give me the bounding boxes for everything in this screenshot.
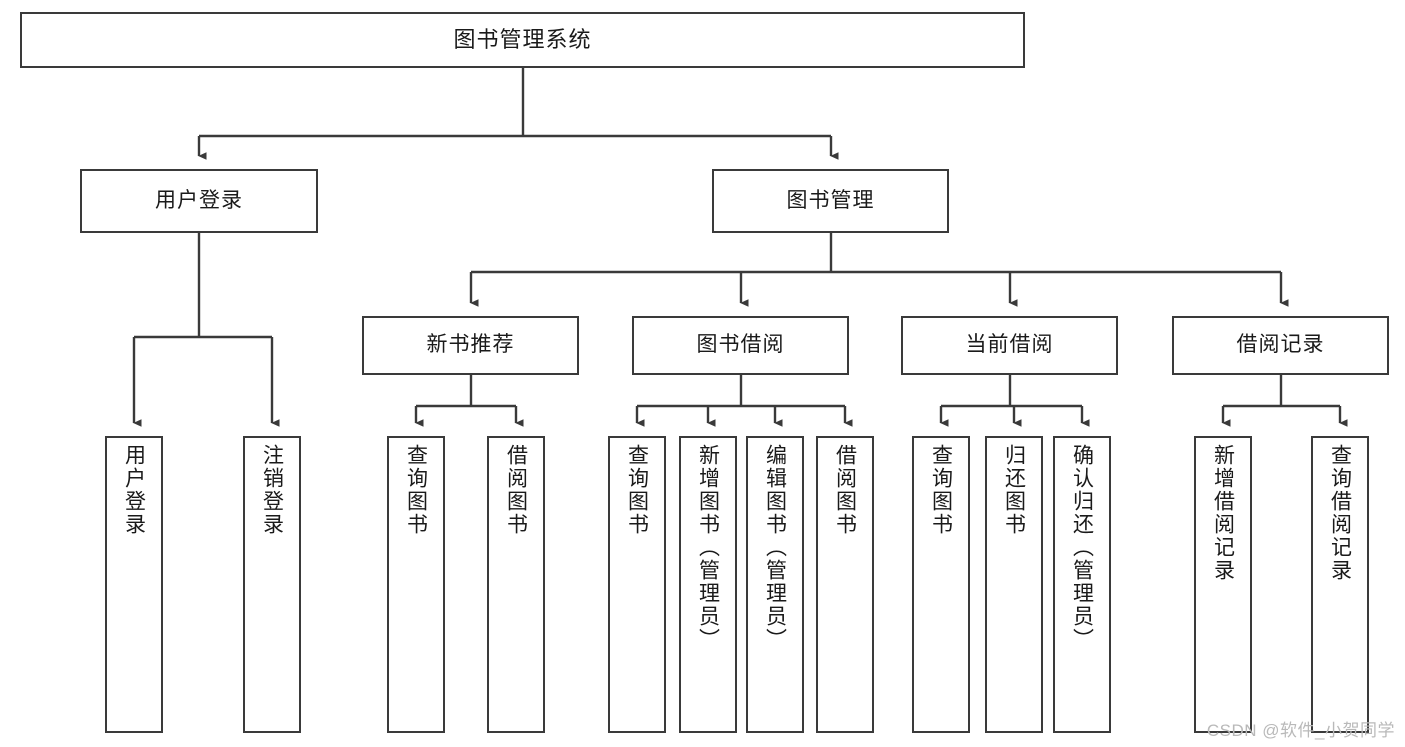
node-leaf-query-book-1[interactable]: 查询图书 xyxy=(387,436,445,733)
node-leaf-user-login[interactable]: 用户登录 xyxy=(105,436,163,733)
node-label: 图书管理 xyxy=(786,188,875,212)
node-label: 借阅图书 xyxy=(504,444,528,536)
watermark: CSDN @软件_小贺同学 xyxy=(1206,721,1395,740)
node-label: 新书推荐 xyxy=(426,333,515,357)
node-label: 用户登录 xyxy=(155,188,243,212)
node-label: 图书管理系统 xyxy=(453,27,592,53)
node-login[interactable]: 用户登录 xyxy=(80,169,318,233)
node-label: 当前借阅 xyxy=(965,333,1054,357)
node-leaf-add-book[interactable]: 新增图书（管理员） xyxy=(679,436,737,733)
node-label: 查询图书 xyxy=(625,444,649,536)
node-leaf-confirm-return[interactable]: 确认归还（管理员） xyxy=(1053,436,1111,733)
node-label: 查询图书 xyxy=(404,444,428,536)
node-label: 归还图书 xyxy=(1002,444,1026,536)
node-label: 图书借阅 xyxy=(696,333,785,357)
node-leaf-return-book[interactable]: 归还图书 xyxy=(985,436,1043,733)
node-newbook[interactable]: 新书推荐 xyxy=(362,316,579,375)
node-leaf-query-record[interactable]: 查询借阅记录 xyxy=(1311,436,1369,733)
node-label: 借阅记录 xyxy=(1236,333,1325,357)
node-leaf-user-logout[interactable]: 注销登录 xyxy=(243,436,301,733)
node-leaf-edit-book[interactable]: 编辑图书（管理员） xyxy=(746,436,804,733)
node-label: 新增借阅记录 xyxy=(1211,444,1235,582)
node-label: 借阅图书 xyxy=(833,444,857,536)
node-label: 查询图书 xyxy=(929,444,953,536)
node-label: 注销登录 xyxy=(260,444,284,536)
node-leaf-borrow-book-2[interactable]: 借阅图书 xyxy=(816,436,874,733)
node-label: 新增图书（管理员） xyxy=(696,444,720,651)
node-records[interactable]: 借阅记录 xyxy=(1172,316,1389,375)
node-label: 编辑图书（管理员） xyxy=(763,444,787,651)
node-leaf-add-record[interactable]: 新增借阅记录 xyxy=(1194,436,1252,733)
node-root[interactable]: 图书管理系统 xyxy=(20,12,1025,68)
node-label: 确认归还（管理员） xyxy=(1070,444,1094,651)
node-label: 查询借阅记录 xyxy=(1328,444,1352,582)
node-current[interactable]: 当前借阅 xyxy=(901,316,1118,375)
node-bookmgmt[interactable]: 图书管理 xyxy=(712,169,949,233)
node-borrow[interactable]: 图书借阅 xyxy=(632,316,849,375)
node-leaf-query-book-3[interactable]: 查询图书 xyxy=(912,436,970,733)
node-label: 用户登录 xyxy=(122,444,146,536)
node-leaf-query-book-2[interactable]: 查询图书 xyxy=(608,436,666,733)
node-leaf-borrow-book-1[interactable]: 借阅图书 xyxy=(487,436,545,733)
